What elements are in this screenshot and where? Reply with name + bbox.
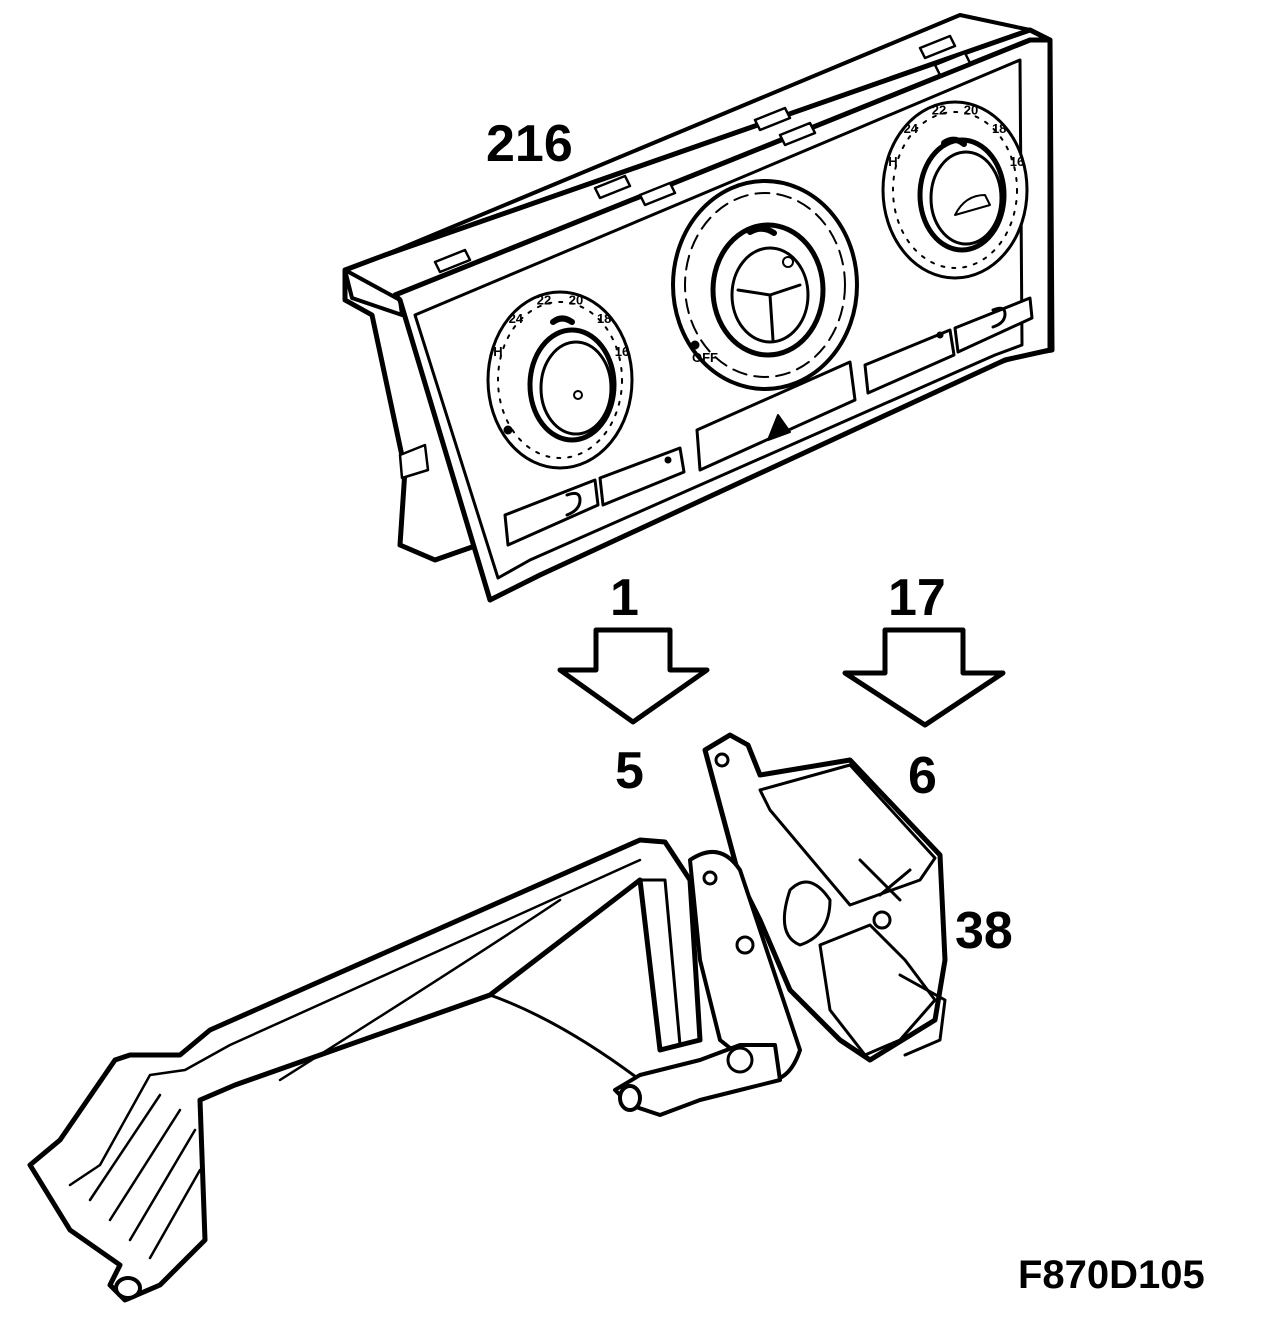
scale-label: 18	[992, 121, 1006, 136]
scale-label: 18	[597, 311, 611, 326]
fan-off-label: OFF	[692, 350, 718, 365]
scale-label: 20	[569, 292, 583, 307]
damper-actuator	[702, 732, 948, 1063]
callout-1: 1	[610, 569, 639, 627]
callout-6: 6	[908, 747, 937, 805]
scale-label: 22	[537, 292, 551, 307]
right-temperature-scale: 16 18 20 22 24H	[888, 102, 1024, 169]
callout-17: 17	[888, 569, 946, 627]
scale-label: 24	[904, 121, 919, 136]
flap-lever-arm	[27, 837, 802, 1303]
scale-label: 16	[1010, 154, 1024, 169]
scale-label: 24	[509, 311, 524, 326]
scale-label: H	[888, 154, 897, 169]
climate-control-panel	[342, 13, 1055, 603]
scale-label: 16	[615, 344, 629, 359]
callout-216: 216	[486, 115, 573, 173]
scale-label: 22	[932, 102, 946, 117]
left-temperature-scale: 16 18 20 22 24H	[493, 292, 629, 359]
figure-code: F870D105	[1018, 1253, 1205, 1297]
scale-label: H	[493, 344, 502, 359]
arrow-left	[557, 627, 710, 725]
scale-label: 20	[964, 102, 978, 117]
arrow-right	[842, 627, 1006, 728]
callout-5: 5	[615, 742, 644, 800]
callout-38: 38	[955, 902, 1013, 960]
